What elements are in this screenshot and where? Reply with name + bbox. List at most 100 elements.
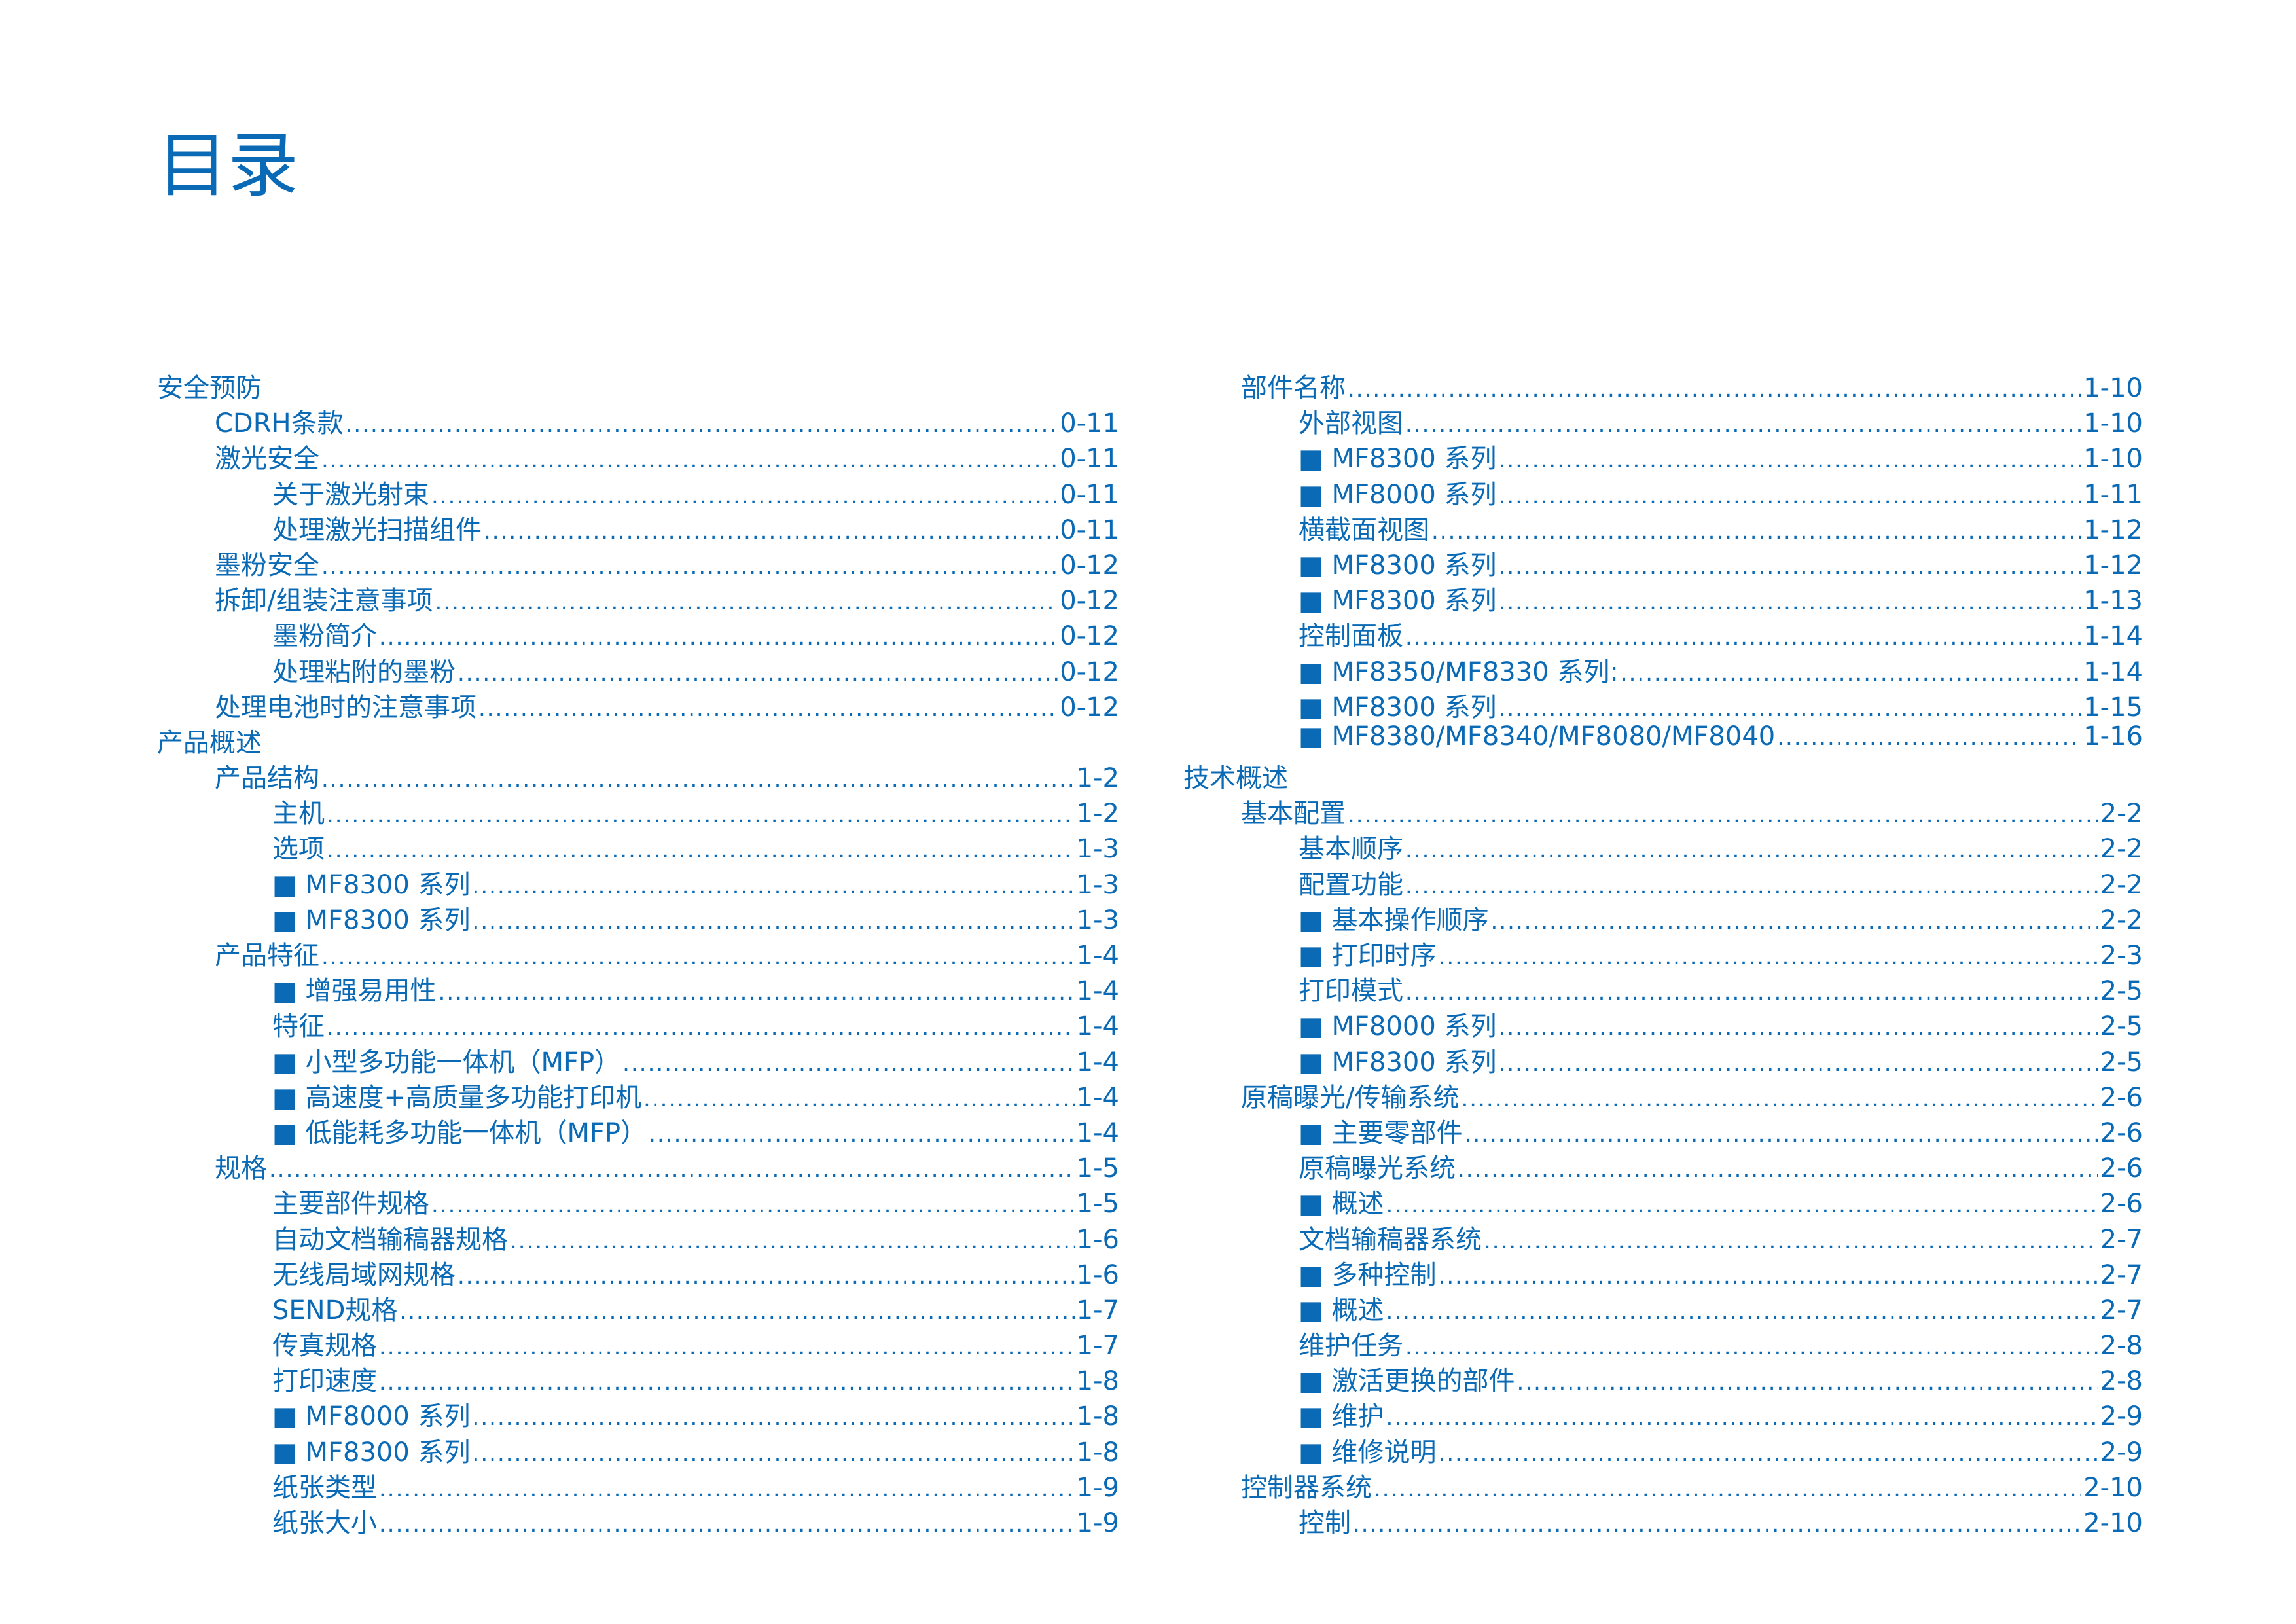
toc-entry-label: ■ 多种控制 <box>1299 1259 1437 1290</box>
toc-entry[interactable]: 规格1-5 <box>157 1147 1119 1183</box>
toc-entry[interactable]: 产品结构1-2 <box>157 757 1119 794</box>
toc-entry[interactable]: 处理粘附的墨粉0-12 <box>157 651 1119 687</box>
toc-entry[interactable]: 无线局域网规格1-6 <box>157 1254 1119 1290</box>
toc-entry[interactable]: 控制面板1-14 <box>1183 615 2143 652</box>
toc-entry[interactable]: 部件名称1-10 <box>1183 367 2143 403</box>
toc-entry-label: 外部视图 <box>1299 408 1403 439</box>
toc-entry[interactable]: ■ 激活更换的部件2-8 <box>1183 1360 2143 1396</box>
dot-leader <box>379 1511 1075 1538</box>
toc-page-number: 1-13 <box>2083 586 2143 617</box>
toc-entry[interactable]: ■ MF8300 系列1-10 <box>1183 437 2143 475</box>
toc-entry[interactable]: 墨粉安全0-12 <box>157 544 1119 581</box>
toc-entry[interactable]: 外部视图1-10 <box>1183 402 2143 439</box>
toc-entry-label: 打印速度 <box>272 1366 377 1397</box>
toc-entry-label: ■ MF8300 系列 <box>272 869 471 900</box>
toc-entry-label: ■ 小型多功能一体机（MFP） <box>272 1047 621 1077</box>
toc-entry[interactable]: ■ 低能耗多功能一体机（MFP）1-4 <box>157 1111 1119 1148</box>
toc-entry[interactable]: ■ MF8300 系列1-13 <box>1183 579 2143 617</box>
toc-entry[interactable]: ■ 维护2-9 <box>1183 1395 2143 1432</box>
toc-entry-label: ■ MF8300 系列 <box>1299 444 1497 475</box>
dot-leader <box>379 1369 1075 1396</box>
toc-entry[interactable]: 横截面视图1-12 <box>1183 509 2143 545</box>
toc-entry[interactable]: 打印模式2-5 <box>1183 969 2143 1006</box>
toc-page-number: 0-11 <box>1060 444 1119 475</box>
toc-entry[interactable]: ■ MF8300 系列1-3 <box>157 899 1119 935</box>
toc-entry[interactable]: 产品特征1-4 <box>157 934 1119 971</box>
toc-entry[interactable]: ■ MF8300 系列1-12 <box>1183 544 2143 581</box>
toc-entry[interactable]: ■ MF8000 系列1-11 <box>1183 473 2143 510</box>
dot-leader <box>1777 725 2081 751</box>
toc-entry[interactable]: ■ MF8300 系列1-15 <box>1183 686 2143 723</box>
dot-leader <box>321 944 1075 970</box>
page-title: 目录 <box>157 125 299 207</box>
toc-entry[interactable]: ■ MF8300 系列1-3 <box>157 863 1119 900</box>
toc-entry[interactable]: ■ MF8300 系列1-8 <box>157 1431 1119 1468</box>
toc-entry[interactable]: 自动文档输稿器规格1-6 <box>157 1218 1119 1255</box>
dot-leader <box>1405 1334 2098 1360</box>
toc-entry[interactable]: 主机1-2 <box>157 792 1119 829</box>
toc-entry[interactable]: 墨粉简介0-12 <box>157 615 1119 651</box>
toc-entry[interactable]: 激光安全0-11 <box>157 437 1119 475</box>
toc-entry[interactable]: 纸张大小1-9 <box>157 1502 1119 1538</box>
toc-entry[interactable]: CDRH条款0-11 <box>157 402 1119 439</box>
toc-entry-label: ■ 高速度+高质量多功能打印机 <box>272 1082 642 1113</box>
toc-page-number: 1-3 <box>1076 905 1119 935</box>
toc-section-heading[interactable]: 产品概述 <box>157 721 1119 758</box>
dot-leader <box>1491 909 2098 935</box>
dot-leader <box>1386 1192 2098 1218</box>
toc-entry-label: ■ 维修说明 <box>1299 1437 1437 1468</box>
dot-leader <box>1439 1441 2098 1467</box>
toc-entry[interactable]: 控制2-10 <box>1183 1502 2143 1538</box>
toc-entry[interactable]: 特征1-4 <box>157 1005 1119 1041</box>
toc-entry[interactable]: ■ 打印时序2-3 <box>1183 934 2143 971</box>
toc-entry[interactable]: 处理激光扫描组件0-11 <box>157 509 1119 545</box>
dot-leader <box>399 1299 1074 1325</box>
toc-entry[interactable]: 主要部件规格1-5 <box>157 1182 1119 1219</box>
toc-entry[interactable]: ■ 多种控制2-7 <box>1183 1254 2143 1290</box>
toc-entry[interactable]: ■ MF8380/MF8340/MF8080/MF80401-16 <box>1183 721 2143 757</box>
dot-leader <box>321 554 1058 580</box>
toc-entry[interactable]: 打印速度1-8 <box>157 1360 1119 1397</box>
toc-entry[interactable]: SEND规格1-7 <box>157 1289 1119 1326</box>
toc-entry[interactable]: ■ MF8000 系列1-8 <box>157 1395 1119 1432</box>
toc-entry[interactable]: ■ 增强易用性1-4 <box>157 969 1119 1006</box>
toc-entry[interactable]: 文档输稿器系统2-7 <box>1183 1218 2143 1255</box>
toc-entry[interactable]: 传真规格1-7 <box>157 1324 1119 1361</box>
toc-entry[interactable]: 配置功能2-2 <box>1183 863 2143 900</box>
toc-entry[interactable]: ■ 高速度+高质量多功能打印机1-4 <box>157 1076 1119 1113</box>
toc-entry[interactable]: 关于激光射束0-11 <box>157 473 1119 510</box>
toc-page-number: 1-14 <box>2083 657 2143 687</box>
toc-entry[interactable]: 原稿曝光/传输系统2-6 <box>1183 1076 2143 1113</box>
toc-entry[interactable]: 纸张类型1-9 <box>157 1466 1119 1503</box>
toc-entry[interactable]: 原稿曝光系统2-6 <box>1183 1147 2143 1183</box>
toc-entry[interactable]: ■ MF8000 系列2-5 <box>1183 1005 2143 1041</box>
toc-entry[interactable]: 选项1-3 <box>157 827 1119 864</box>
toc-entry[interactable]: 拆卸/组装注意事项0-12 <box>157 579 1119 617</box>
toc-page-number: 2-2 <box>2100 869 2143 900</box>
toc-entry-label: ■ 维护 <box>1299 1401 1384 1432</box>
toc-page-number: 0-12 <box>1060 586 1119 617</box>
toc-section-heading[interactable]: 安全预防 <box>157 367 1119 403</box>
toc-entry[interactable]: ■ 基本操作顺序2-2 <box>1183 899 2143 935</box>
dot-leader <box>1499 1051 2098 1077</box>
toc-entry[interactable]: ■ 小型多功能一体机（MFP）1-4 <box>157 1041 1119 1077</box>
toc-page-number: 2-6 <box>2100 1117 2143 1148</box>
toc-entry[interactable]: ■ 概述2-7 <box>1183 1289 2143 1326</box>
toc-entry[interactable]: ■ 概述2-6 <box>1183 1182 2143 1219</box>
toc-page-number: 1-2 <box>1076 763 1119 794</box>
toc-entry[interactable]: 处理电池时的注意事项0-12 <box>157 686 1119 723</box>
toc-entry[interactable]: ■ MF8350/MF8330 系列:1-14 <box>1183 651 2143 687</box>
toc-entry[interactable]: 控制器系统2-10 <box>1183 1466 2143 1503</box>
toc-section-heading[interactable]: 技术概述 <box>1183 757 2143 793</box>
toc-page-number: 1-4 <box>1076 1117 1119 1148</box>
toc-page-number: 1-2 <box>1076 799 1119 829</box>
toc-entry[interactable]: ■ 主要零部件2-6 <box>1183 1111 2143 1148</box>
toc-entry[interactable]: ■ MF8300 系列2-5 <box>1183 1041 2143 1077</box>
toc-entry[interactable]: 维护任务2-8 <box>1183 1324 2143 1361</box>
toc-page-number: 1-14 <box>2083 621 2143 652</box>
toc-entry[interactable]: 基本顺序2-2 <box>1183 827 2143 864</box>
dot-leader <box>435 589 1058 615</box>
toc-entry[interactable]: 基本配置2-2 <box>1183 792 2143 829</box>
toc-entry-label: 安全预防 <box>157 373 262 403</box>
toc-entry[interactable]: ■ 维修说明2-9 <box>1183 1431 2143 1468</box>
